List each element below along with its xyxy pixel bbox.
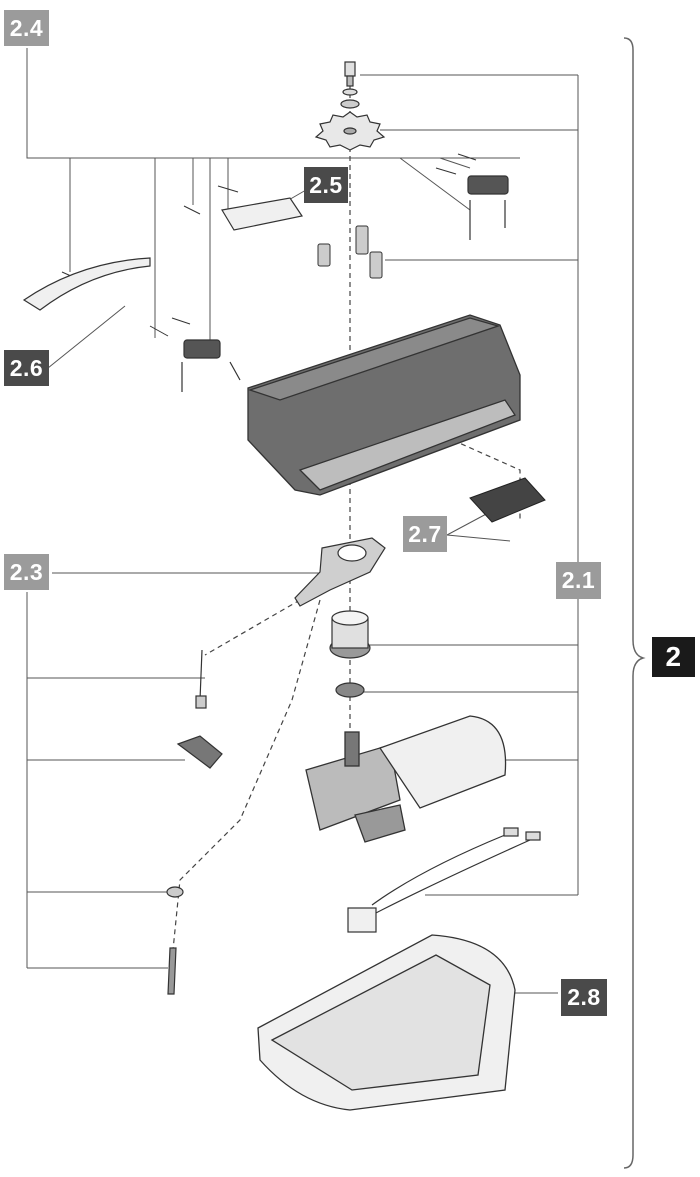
- callout-2-6: 2.6: [4, 350, 49, 386]
- callout-2-8: 2.8: [561, 979, 607, 1016]
- leader-lines: [26, 48, 579, 994]
- power-cable: [347, 827, 541, 933]
- main-housing: [247, 314, 521, 496]
- circuit-board: [469, 477, 546, 523]
- small-screws: [61, 153, 477, 337]
- callout-2-7: 2.7: [403, 516, 447, 552]
- callout-2-3: 2.3: [4, 554, 49, 590]
- mounting-bracket: [221, 197, 303, 231]
- callout-2-1: 2.1: [556, 562, 601, 599]
- callout-2-4: 2.4: [4, 10, 49, 46]
- release-lever: [294, 537, 386, 607]
- limit-switch-left: [181, 339, 241, 392]
- group-brace: [623, 37, 646, 1169]
- limit-switch-right: [467, 175, 509, 240]
- motor: [305, 715, 507, 843]
- coupling: [329, 610, 371, 698]
- bottom-cover: [257, 934, 516, 1111]
- callout-2: 2: [652, 637, 695, 677]
- top-fasteners: [340, 61, 360, 109]
- cam-arm: [22, 257, 151, 311]
- assembly-axes: [171, 75, 521, 961]
- cable-spring: [166, 649, 223, 995]
- callout-2-5: 2.5: [304, 167, 348, 203]
- sprocket: [314, 111, 386, 151]
